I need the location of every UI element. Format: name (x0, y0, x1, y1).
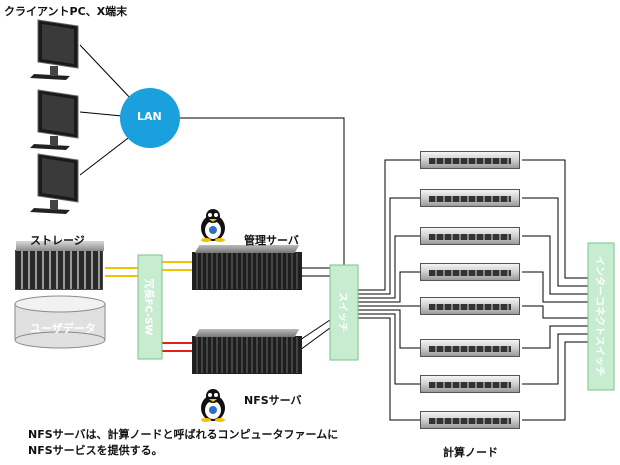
lan-label: LAN (137, 110, 162, 123)
interconnect-box (587, 242, 615, 391)
compute-nodes-label: 計算ノード (443, 446, 498, 459)
compute-node-server (420, 189, 520, 207)
compute-node-server (420, 151, 520, 169)
caption: NFSサーバは、計算ノードと呼ばれるコンピュータファームに NFSサービスを提供… (28, 427, 338, 459)
compute-node-server (420, 375, 520, 393)
linux-penguin-icon (201, 389, 225, 422)
nfs-server-label: NFSサーバ (244, 394, 302, 407)
monitor-icon (30, 89, 79, 150)
compute-node-server (420, 297, 520, 315)
management-server-icon (192, 252, 302, 290)
clients-label: クライアントPC、X端末 (4, 5, 128, 18)
compute-node-server (420, 411, 520, 429)
monitor-icon (30, 19, 79, 80)
nfs-server-icon (192, 336, 302, 374)
caption-line-2: NFSサービスを提供する。 (28, 444, 163, 457)
management-server-label: 管理サーバ (244, 234, 299, 247)
compute-node-server (420, 227, 520, 245)
compute-node-server (420, 339, 520, 357)
fc-switch-box (137, 254, 163, 360)
interconnect-label: インターコネクトスイッチ (593, 256, 605, 376)
compute-node-server (420, 263, 520, 281)
client-lan-links (79, 44, 588, 421)
caption-line-1: NFSサーバは、計算ノードと呼ばれるコンピュータファームに (28, 428, 339, 441)
fc-switch-label: 冗長FC-SW (142, 278, 154, 336)
switch-box (329, 264, 359, 361)
user-data-cylinder (14, 295, 106, 349)
storage-label: ストレージ (30, 234, 85, 247)
lan-circle (120, 88, 180, 148)
switch-label: スイッチ (336, 292, 348, 332)
user-data-label: ユーザデータ (30, 322, 96, 335)
storage-array-icon (15, 241, 104, 290)
linux-penguin-icon (201, 209, 225, 242)
monitor-icon (30, 153, 79, 214)
